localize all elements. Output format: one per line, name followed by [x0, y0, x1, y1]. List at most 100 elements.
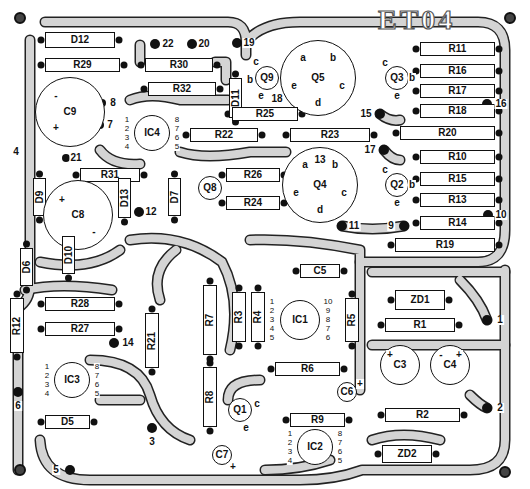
solder-pad	[236, 285, 243, 292]
pin-number: 4	[287, 457, 293, 465]
component-outline: R14	[420, 216, 495, 230]
part-name: R7	[205, 314, 215, 327]
pin-number: 3	[44, 381, 50, 389]
part-name: C9	[64, 107, 77, 117]
component-circle: Q1	[228, 398, 252, 422]
component-outline: R23	[290, 128, 370, 142]
callout-number: 14	[121, 338, 134, 348]
pin-number: 6	[325, 334, 331, 342]
callout-number: 19	[242, 38, 255, 48]
part-name: Q1	[233, 405, 246, 415]
part-name: IC4	[144, 128, 160, 138]
part-name: C4	[444, 360, 457, 370]
callout-number: b	[331, 160, 339, 170]
callout-number: c	[253, 399, 261, 409]
part-name: R25	[256, 109, 274, 119]
solder-pad	[496, 46, 503, 53]
component-leads	[14, 37, 503, 458]
part-name: Q2	[390, 180, 403, 190]
solder-pad	[207, 278, 214, 285]
part-name: R19	[436, 240, 454, 250]
component-outline: R24	[226, 196, 280, 210]
solder-pad	[268, 366, 275, 373]
callout-number: e	[393, 198, 401, 208]
pin-number: 6	[337, 448, 343, 456]
pin-number: 7	[174, 125, 180, 133]
callout-number: 21	[69, 153, 82, 163]
pin-number: 2	[124, 125, 130, 133]
solder-pad	[413, 108, 420, 115]
callout-number: b	[408, 73, 416, 83]
component-circle: C6	[337, 382, 357, 402]
pin-number: 3	[287, 448, 293, 456]
solder-pad	[23, 241, 30, 248]
callout-number: a	[301, 160, 309, 170]
callout-number: 8	[109, 98, 117, 108]
solder-pad	[456, 322, 463, 329]
solder-pad	[121, 219, 128, 226]
callout-number: e	[292, 188, 300, 198]
mounting-holes	[15, 13, 515, 477]
callout-number: 16	[494, 99, 507, 109]
part-name: R20	[438, 128, 456, 138]
solder-pad	[446, 297, 453, 304]
callout-number: +	[58, 195, 66, 205]
part-name: R15	[448, 174, 466, 184]
part-name: R22	[215, 130, 233, 140]
component-outline: C5	[300, 264, 340, 278]
callout-number: +	[229, 462, 237, 472]
component-outline: R10	[420, 150, 495, 164]
component-circle: Q2	[385, 173, 409, 197]
callout-number: e	[393, 91, 401, 101]
callout-number: b	[408, 180, 416, 190]
pin-number: 5	[174, 143, 180, 151]
component-outline: R30	[145, 58, 213, 72]
solder-pad	[116, 326, 123, 333]
part-name: R21	[147, 331, 157, 349]
component-circle: IC1	[280, 300, 320, 340]
solder-pad	[433, 451, 440, 458]
component-outline: R3	[232, 292, 246, 342]
pin-number: 8	[325, 316, 331, 324]
pin-number: 3	[124, 134, 130, 142]
component-outline: R31	[80, 168, 140, 182]
part-name: R8	[205, 391, 215, 404]
solder-pad	[217, 86, 224, 93]
solder-pad	[236, 343, 243, 350]
part-name: ZD2	[398, 449, 417, 459]
solder-pad	[38, 37, 45, 44]
pin-number: 8	[94, 363, 100, 371]
callout-number: d	[316, 205, 324, 215]
solder-pad	[36, 217, 43, 224]
pin-number: 7	[94, 372, 100, 380]
solder-pad	[73, 172, 80, 179]
callout-number: 18	[270, 94, 283, 104]
part-name: R11	[449, 44, 467, 54]
part-name: R18	[448, 106, 466, 116]
pin-number: 1	[269, 298, 275, 306]
pin-number: 1	[287, 430, 293, 438]
part-name: Q4	[313, 180, 326, 190]
callout-number: d	[314, 98, 322, 108]
callout-number: -	[91, 227, 96, 237]
callout-number: +	[386, 350, 394, 360]
callout-number: c	[381, 58, 389, 68]
component-outline: R12	[10, 298, 24, 353]
component-circle: IC3	[54, 362, 90, 398]
solder-pad	[23, 287, 30, 294]
component-outline: R28	[45, 297, 115, 311]
solder-pad	[121, 62, 128, 69]
part-name: R6	[301, 364, 314, 374]
solder-pad	[214, 62, 221, 69]
part-name: C8	[72, 210, 85, 220]
component-outline: R9	[290, 413, 345, 427]
solder-pad	[138, 62, 145, 69]
solder-pad	[149, 369, 156, 376]
solder-pad	[141, 172, 148, 179]
component-outline: R20	[400, 126, 495, 140]
callout-number: e	[242, 423, 250, 433]
solder-pad	[413, 197, 420, 204]
callout-number: 2	[496, 403, 504, 413]
solder-pad	[349, 291, 356, 298]
pin-number: 2	[269, 307, 275, 315]
